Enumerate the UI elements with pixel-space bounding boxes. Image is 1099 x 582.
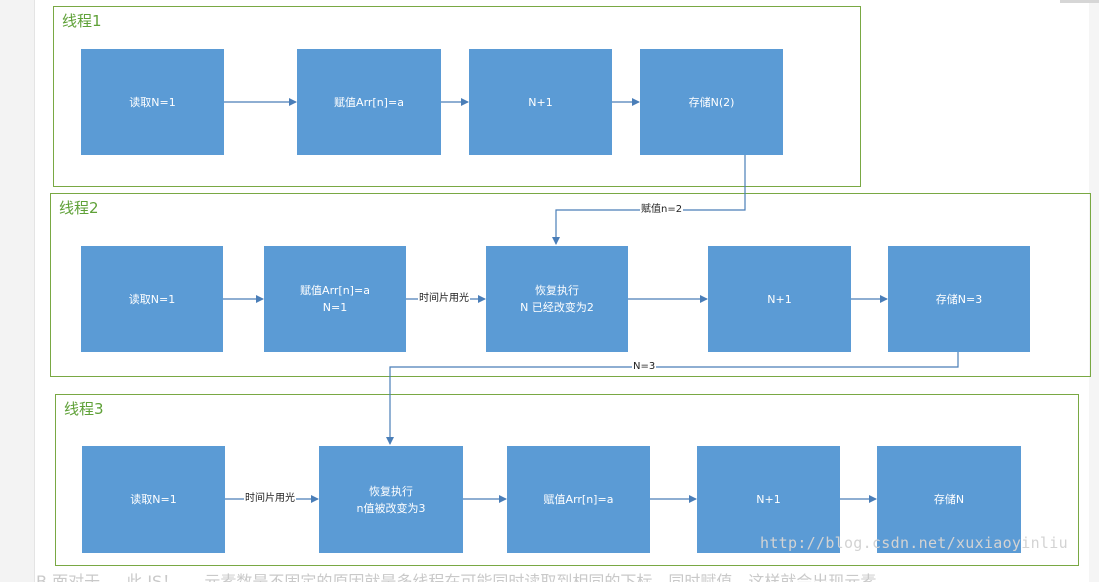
t2-resume-box: 恢复执行 N 已经改变为2 [486, 246, 628, 352]
t3-resume-label-2: n值被改变为3 [356, 501, 426, 515]
t2-store-label: 存储N=3 [935, 292, 983, 306]
t3-store-box: 存储N [877, 446, 1021, 553]
t3-resume-box: 恢复执行 n值被改变为3 [319, 446, 463, 553]
t1-read-label: 读取N=1 [129, 95, 176, 109]
t1-to-t2-connector [552, 155, 746, 245]
t2-store-box: 存储N=3 [888, 246, 1030, 352]
t2-to-t3-connector [386, 352, 959, 445]
right-scroll-strip [1089, 0, 1099, 582]
watermark: http://blog.csdn.net/xuxiaoyinliu [760, 534, 1068, 552]
t2-increment-box: N+1 [708, 246, 851, 352]
t2-resume-label-2: N 已经改变为2 [520, 301, 594, 314]
n3-label: N=3 [632, 361, 657, 373]
t1-increment-label: N+1 [528, 95, 553, 109]
t3-read-label: 读取N=1 [130, 493, 177, 506]
t3-time-slice-label: 时间片用光 [244, 493, 296, 505]
t1-read-box: 读取N=1 [81, 49, 224, 155]
thread-3-frame: 线程3 [55, 394, 1079, 566]
t3-assign-box: 赋值Arr[n]=a [507, 446, 650, 553]
t3-read-box: 读取N=1 [82, 446, 225, 553]
cut-off-article-text: B 面对于 … 此 JS！ … 元素数是不固定的原因就是多线程在可能同时读取到相… [36, 572, 877, 582]
top-edge-line [1060, 0, 1099, 3]
t3-increment-box: N+1 [697, 446, 840, 553]
t2-assign-box: 赋值Arr[n]=a N=1 [264, 246, 406, 352]
t3-store-label: 存储N [933, 493, 965, 506]
t1-store-label: 存储N(2) [688, 95, 735, 109]
thread-3-title: 线程3 [64, 400, 104, 418]
t2-read-box: 读取N=1 [81, 246, 223, 352]
t3-increment-label: N+1 [756, 493, 781, 506]
t1-increment-box: N+1 [469, 49, 612, 155]
left-scroll-strip [0, 0, 35, 582]
t2-resume-label-1: 恢复执行 [535, 284, 579, 297]
t3-resume-label-1: 恢复执行 [369, 484, 413, 498]
thread-1-title: 线程1 [62, 12, 102, 30]
thread-2-frame: 线程2 [50, 193, 1091, 377]
t2-assign-label-1: 赋值Arr[n]=a [300, 284, 370, 297]
t2-read-label: 读取N=1 [128, 292, 176, 306]
t1-assign-label: 赋值Arr[n]=a [334, 95, 404, 109]
t2-time-slice-label: 时间片用光 [418, 293, 470, 305]
assign-n2-label: 赋值n=2 [640, 204, 684, 216]
t1-assign-box: 赋值Arr[n]=a [297, 49, 441, 155]
thread-1-frame: 线程1 [53, 6, 861, 187]
t1-store-box: 存储N(2) [640, 49, 783, 155]
t2-increment-label: N+1 [767, 292, 792, 306]
t3-assign-label: 赋值Arr[n]=a [543, 493, 614, 506]
t2-assign-label-2: N=1 [322, 301, 348, 314]
thread-2-title: 线程2 [59, 199, 99, 217]
